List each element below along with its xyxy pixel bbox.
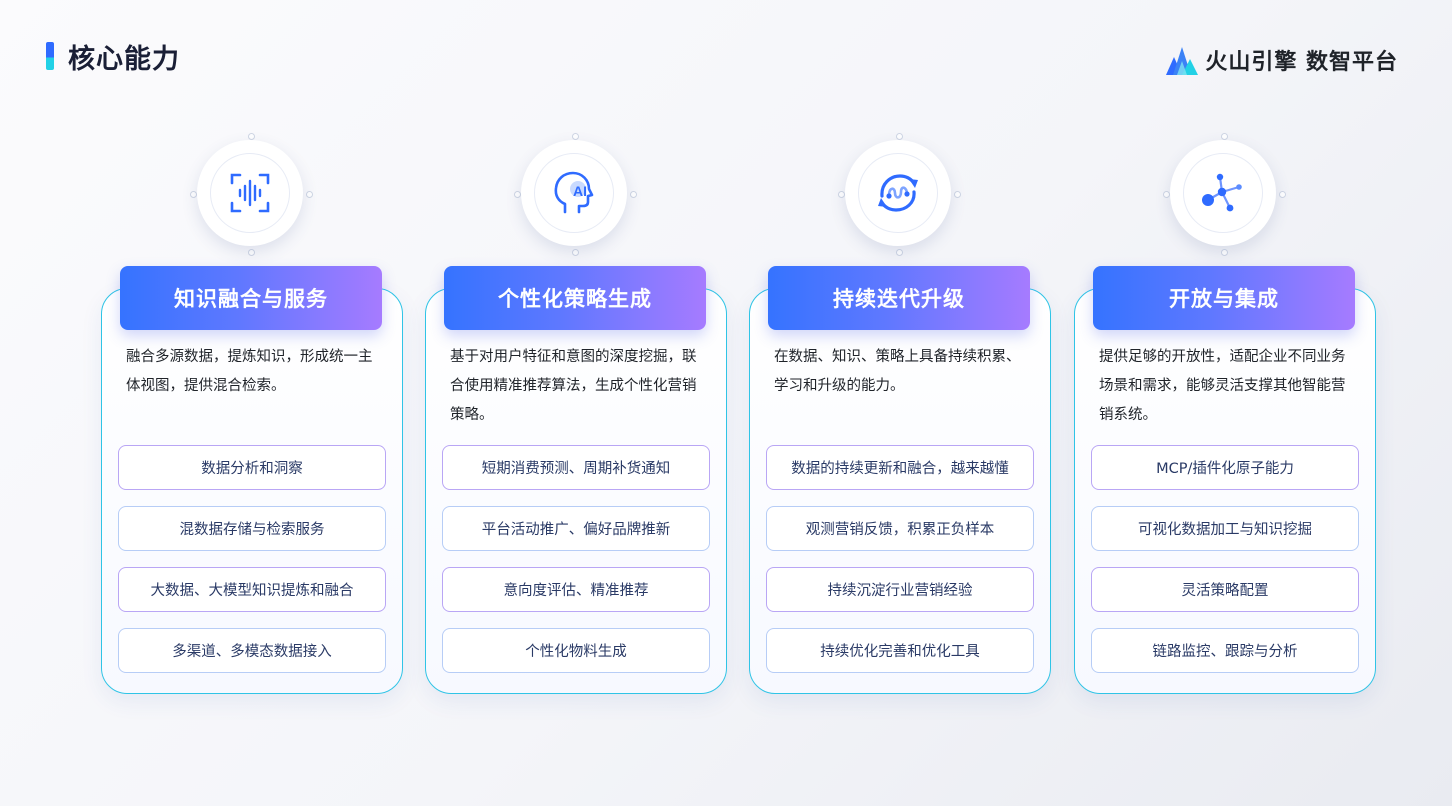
card-description: 提供足够的开放性，适配企业不同业务场景和需求，能够灵活支撑其他智能营销系统。 [1099,349,1346,423]
feature-item[interactable]: 短期消费预测、周期补货通知 [442,445,710,490]
feature-item[interactable]: 持续优化完善和优化工具 [766,628,1034,673]
brand-logo: 火山引擎 数智平台 [1165,42,1398,78]
capability-card-iteration: 持续迭代升级 在数据、知识、策略上具备持续积累、学习和升级的能力。 数据的持续更… [749,133,1051,695]
ai-head-icon: AI [554,171,594,214]
feature-item[interactable]: 灵活策略配置 [1091,567,1359,612]
ring-dot [1279,191,1286,198]
card-description: 在数据、知识、策略上具备持续积累、学习和升级的能力。 [774,349,1021,394]
capability-card-openness: 开放与集成 提供足够的开放性，适配企业不同业务场景和需求，能够灵活支撑其他智能营… [1074,133,1376,695]
page-title: 核心能力 [68,43,180,75]
feature-item[interactable]: MCP/插件化原子能力 [1091,445,1359,490]
icon-badge [838,133,961,256]
feature-item[interactable]: 持续沉淀行业营销经验 [766,567,1034,612]
card-title: 开放与集成 [1093,266,1355,330]
card-title: 知识融合与服务 [120,266,382,330]
card-title: 持续迭代升级 [768,266,1030,330]
feature-item[interactable]: 个性化物料生成 [442,628,710,673]
ring-dot [514,191,521,198]
ring-dot [896,249,903,256]
ring-dot [1221,249,1228,256]
brand-name: 火山引擎 数智平台 [1205,50,1398,75]
icon-badge [1163,133,1286,256]
feature-item[interactable]: 平台活动推广、偏好品牌推新 [442,506,710,551]
card-panel [1074,288,1376,694]
feature-item[interactable]: 观测营销反馈，积累正负样本 [766,506,1034,551]
page-header: 核心能力 [46,38,180,75]
ring-dot [630,191,637,198]
volcano-logo-icon [1166,47,1199,75]
capability-card-knowledge: 知识融合与服务 融合多源数据，提炼知识，形成统一主体视图，提供混合检索。 数据分… [101,133,403,695]
card-description: 融合多源数据，提炼知识，形成统一主体视图，提供混合检索。 [126,349,373,394]
feature-item[interactable]: 多渠道、多模态数据接入 [118,628,386,673]
ring-dot [1163,191,1170,198]
ring-dot [190,191,197,198]
feature-item[interactable]: 意向度评估、精准推荐 [442,567,710,612]
card-panel [101,288,403,694]
feature-item[interactable]: 混数据存储与检索服务 [118,506,386,551]
icon-badge [190,133,313,256]
title-accent-bar [46,42,54,70]
ring-dot [896,133,903,140]
card-panel [749,288,1051,694]
feature-item[interactable]: 链路监控、跟踪与分析 [1091,628,1359,673]
feature-list: 数据的持续更新和融合，越来越懂 观测营销反馈，积累正负样本 持续沉淀行业营销经验… [766,445,1034,689]
ring-dot [838,191,845,198]
voice-wave-icon [230,173,270,213]
ring-dot [306,191,313,198]
ring-dot [1221,133,1228,140]
card-title: 个性化策略生成 [444,266,706,330]
feature-list: MCP/插件化原子能力 可视化数据加工与知识挖掘 灵活策略配置 链路监控、跟踪与… [1091,445,1359,689]
feature-list: 短期消费预测、周期补货通知 平台活动推广、偏好品牌推新 意向度评估、精准推荐 个… [442,445,710,689]
card-panel [425,288,727,694]
ring-dot [572,249,579,256]
network-nodes-icon [1202,173,1242,212]
ring-dot [248,133,255,140]
svg-text:AI: AI [573,183,587,199]
ring-dot [954,191,961,198]
ring-dot [572,133,579,140]
feature-item[interactable]: 数据分析和洞察 [118,445,386,490]
feature-item[interactable]: 可视化数据加工与知识挖掘 [1091,506,1359,551]
ring-dot [248,249,255,256]
feature-list: 数据分析和洞察 混数据存储与检索服务 大数据、大模型知识提炼和融合 多渠道、多模… [118,445,386,689]
feature-item[interactable]: 大数据、大模型知识提炼和融合 [118,567,386,612]
capability-card-strategy: AI 个性化策略生成 基于对用户特征和意图的深度挖掘，联合使用精准推荐算法，生成… [425,133,727,695]
icon-badge: AI [514,133,637,256]
cycle-arrows-icon [878,174,918,212]
feature-item[interactable]: 数据的持续更新和融合，越来越懂 [766,445,1034,490]
card-description: 基于对用户特征和意图的深度挖掘，联合使用精准推荐算法，生成个性化营销策略。 [450,349,697,423]
